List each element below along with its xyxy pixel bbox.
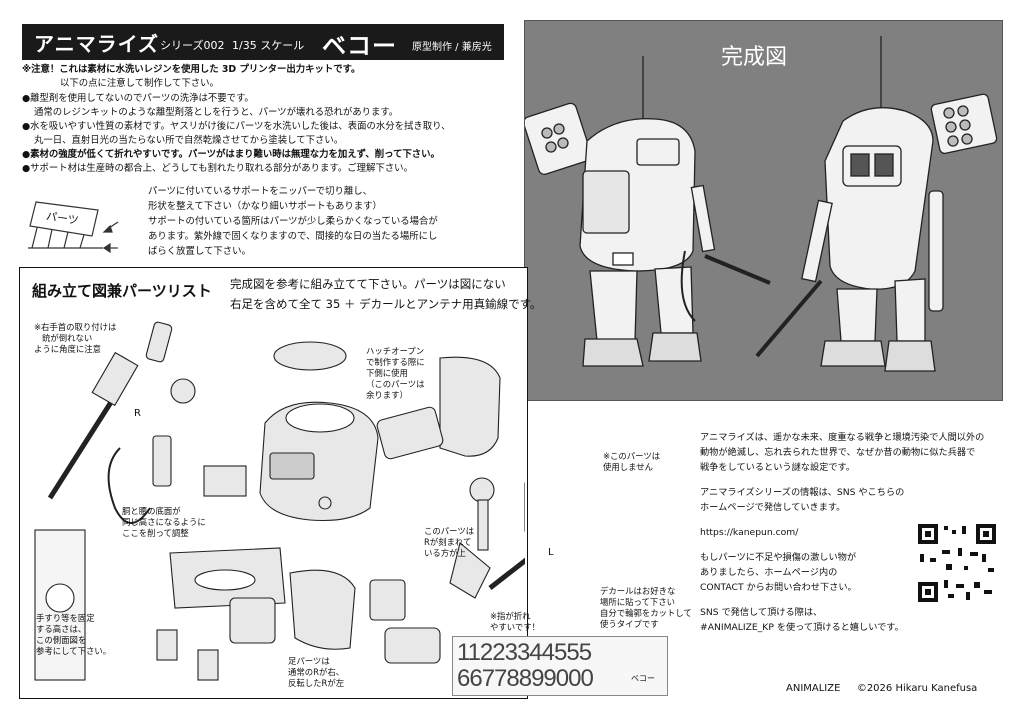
support-line: ばらく放置して下さい。: [148, 246, 251, 257]
parts-description: 完成図を参考に組み立てて下さい。パーツは図にない 右足を含めて全て 35 ＋ デ…: [230, 274, 542, 314]
note-bullet: ●サポート材は生産時の都合上、どうしても割れたり取れる部分があります。ご理解下さ…: [22, 163, 413, 174]
note-decal: デカールはお好きな 場所に貼って下さい 自分で輪郭をカットして 使うタイプです: [600, 586, 692, 630]
note-line: 場所に貼って下さい: [600, 597, 675, 607]
note-r-carved: このパーツは Rが刻まれて いる方が上: [424, 526, 474, 559]
parts-desc-line-1: 完成図を参考に組み立てて下さい。パーツは図にない: [230, 277, 506, 291]
title-banner: アニマライズ シリーズ002 1/35 スケール ベコー 原型制作 / 兼房光: [22, 24, 504, 60]
note-line: 下側に使用: [366, 368, 408, 378]
mech-illustration: [525, 36, 998, 372]
scale-label: 1/35 スケール: [232, 39, 305, 52]
note-line: ハッチオープン: [366, 346, 425, 356]
note-line: 反転したRが左: [288, 678, 345, 688]
note-line: 胴と腰の底面が: [122, 506, 181, 516]
info-line: 動物が絶滅し、忘れ去られた世界で、なぜか昔の動物に似た兵器で: [700, 447, 976, 458]
info-line: [700, 475, 984, 485]
note-line: 銃が倒れない: [42, 333, 93, 343]
note-line: ※このパーツは: [603, 451, 661, 461]
caution-line-2: 以下の点に注意して制作して下さい。: [60, 78, 219, 89]
info-line: もしパーツに不足や損傷の激しい物が: [700, 552, 857, 563]
note-bullet: ●離型剤を使用してないのでパーツの洗浄は不要です。: [22, 93, 254, 104]
note-line: Rが刻まれて: [424, 537, 472, 547]
support-illustration: [28, 201, 119, 254]
assembly-parts-panel: 組み立て図兼パーツリスト 完成図を参考に組み立てて下さい。パーツは図にない 右足…: [19, 267, 692, 699]
note-line: ※右手首の取り付けは: [34, 322, 117, 332]
note-bullet: ●素材の強度が低くて折れやすいです。パーツがはまり難い時は無理な力を加えず、削っ…: [22, 149, 440, 160]
brand-title: アニマライズ: [34, 32, 159, 56]
info-line: SNS で発信して頂ける際は、: [700, 607, 823, 618]
info-line: アニマライズシリーズの情報は、SNS やこちらの: [700, 487, 905, 498]
note-line: この側面図を: [36, 635, 87, 645]
support-line: パーツに付いているサポートをニッパーで切り離し、: [148, 186, 372, 197]
note-line: 足パーツは: [288, 656, 330, 666]
parts-list-title: 組み立て図兼パーツリスト: [32, 282, 212, 300]
info-line: 戦争をしているという謎な設定です。: [700, 462, 855, 473]
note-line: やすいです！: [490, 622, 540, 632]
l-mark: L: [548, 547, 554, 558]
info-line: アニマライズは、遥かな未来、度重なる戦争と環境汚染で人間以外の: [700, 432, 985, 443]
note-right-wrist: ※右手首の取り付けは 銃が倒れない ように角度に注意: [34, 322, 116, 355]
decal-row-1-visible: 11223344555: [457, 639, 592, 666]
caution-line-1: ※注意！これは素材に水洗いレジンを使用した 3D プリンター出力キットです。: [22, 64, 361, 75]
note-line: 同じ高さになるように: [122, 517, 206, 527]
note-body-waist: 胴と腰の底面が 同じ高さになるように ここを削って調整: [122, 506, 206, 539]
footer-copyright: ©2026 Hikaru Kanefusa: [856, 683, 978, 694]
footer-brand: ANIMALIZE: [786, 683, 841, 694]
series-number: シリーズ002: [160, 39, 225, 52]
note-line: 手すり等を固定: [36, 613, 95, 623]
completed-diagram-title: 完成図: [721, 45, 788, 70]
support-line: 形状を整えて下さい（かなり細いサポートもあります）: [148, 201, 382, 212]
note-foot: 足パーツは 通常のRが右、 反転したRが左: [288, 656, 344, 689]
r-mark: R: [134, 408, 141, 419]
note-line: いる方が上: [424, 548, 466, 558]
note-line: （このパーツは: [366, 379, 425, 389]
note-line: 使用しません: [603, 462, 653, 472]
note-line: ように角度に注意: [34, 344, 101, 354]
info-line: CONTACT からお問い合わせ下さい。: [700, 582, 857, 593]
note-line: 参考にして下さい。: [36, 646, 112, 656]
note-line: ここを削って調整: [122, 528, 189, 538]
note-line: する高さは、: [36, 624, 87, 634]
footer: ANIMALIZE ©2026 Hikaru Kanefusa: [786, 683, 977, 694]
note-unused: ※このパーツは 使用しません: [603, 451, 660, 473]
decal-badge: ベコー: [631, 674, 655, 683]
note-hand-rail: 手すり等を固定 する高さは、 この側面図を 参考にして下さい。: [36, 613, 111, 657]
note-bullet: 通常のレジンキットのような離型剤落としを行うと、パーツが壊れる恐れがあります。: [34, 107, 399, 118]
note-line: 通常のRが右、: [288, 667, 345, 677]
completed-diagram-panel: 完成図: [524, 20, 1003, 401]
note-bullet: 丸一日、直射日光の当たらない所で自然乾燥させてから塗装して下さい。: [34, 135, 344, 146]
note-line: このパーツは: [424, 526, 475, 536]
decal-row-2-visible: 66778899000: [457, 665, 594, 692]
note-line: で制作する際に: [366, 357, 425, 367]
parts-illustration: [34, 321, 525, 681]
note-line: ※指が折れ: [490, 611, 531, 621]
info-line: ホームページで発信していきます。: [700, 502, 846, 513]
note-finger: ※指が折れ やすいです！: [490, 611, 540, 633]
info-block: アニマライズは、遥かな未来、度重なる戦争と環境汚染で人間以外の 動物が絶滅し、忘…: [700, 430, 984, 635]
note-line: 使うタイプです: [600, 619, 659, 629]
product-name: ベコー: [322, 32, 397, 60]
info-line: ありましたら、ホームページ内の: [700, 567, 838, 578]
qr-code-icon[interactable]: [918, 524, 996, 602]
note-hatch: ハッチオープン で制作する際に 下側に使用 （このパーツは 余ります）: [366, 346, 425, 401]
info-line: #ANIMALIZE_KP を使って頂けると嬉しいです。: [700, 622, 904, 633]
support-line: サポートの付いている箇所はパーツが少し柔らかくなっている場合が: [148, 216, 438, 227]
decal-sheet-visible: 11223344555 66778899000 ベコー: [452, 636, 668, 696]
parts-desc-line-2: 右足を含めて全て 35 ＋ デカールとアンテナ用真鍮線です。: [230, 297, 542, 311]
support-line: あります。紫外線で固くなりますので、間接的な日の当たる場所にし: [148, 231, 438, 242]
note-line: デカールはお好きな: [600, 586, 676, 596]
note-line: 余ります）: [366, 390, 408, 400]
sculptor-credit: 原型制作 / 兼房光: [412, 42, 492, 53]
note-line: 自分で輪郭をカットして: [600, 608, 692, 618]
website-link[interactable]: https://kanepun.com/: [700, 527, 799, 538]
note-bullet: ●水を吸いやすい性質の素材です。ヤスリがけ後にパーツを水洗いした後は、表面の水分…: [22, 121, 451, 132]
